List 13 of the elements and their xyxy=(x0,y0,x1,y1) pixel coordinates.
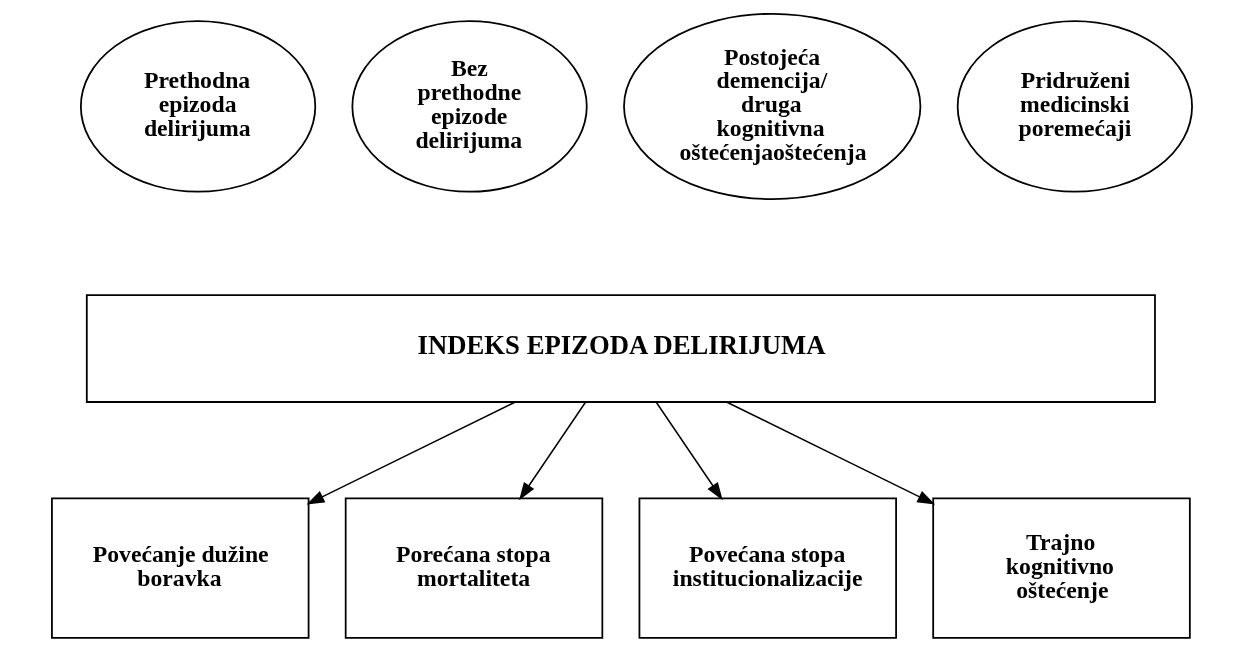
node-ellipse: Postojeća demencija/ druga kognitivna oštećenjaoštećenja xyxy=(622,12,921,200)
arrow xyxy=(306,401,515,505)
arrow xyxy=(655,401,723,501)
arrow xyxy=(518,401,586,501)
arrow xyxy=(725,401,935,505)
node-box: Povećana stopa institucionalizacije xyxy=(638,497,897,639)
node-box: Trajno kognitivno oštećenje xyxy=(931,497,1191,639)
node-box: Porećana stopa mortaliteta xyxy=(344,497,603,639)
node-ellipse: Prethodna epizoda delirijuma xyxy=(79,20,316,193)
node-ellipse: Bez prethodne epizode delirijuma xyxy=(350,20,588,193)
node-box: Povećanje dužine boravka xyxy=(50,497,309,639)
node-ellipse: Pridruženi medicinski poremećaji xyxy=(956,20,1193,193)
node-box: INDEKS EPIZODA DELIRIJUMA xyxy=(85,294,1156,403)
